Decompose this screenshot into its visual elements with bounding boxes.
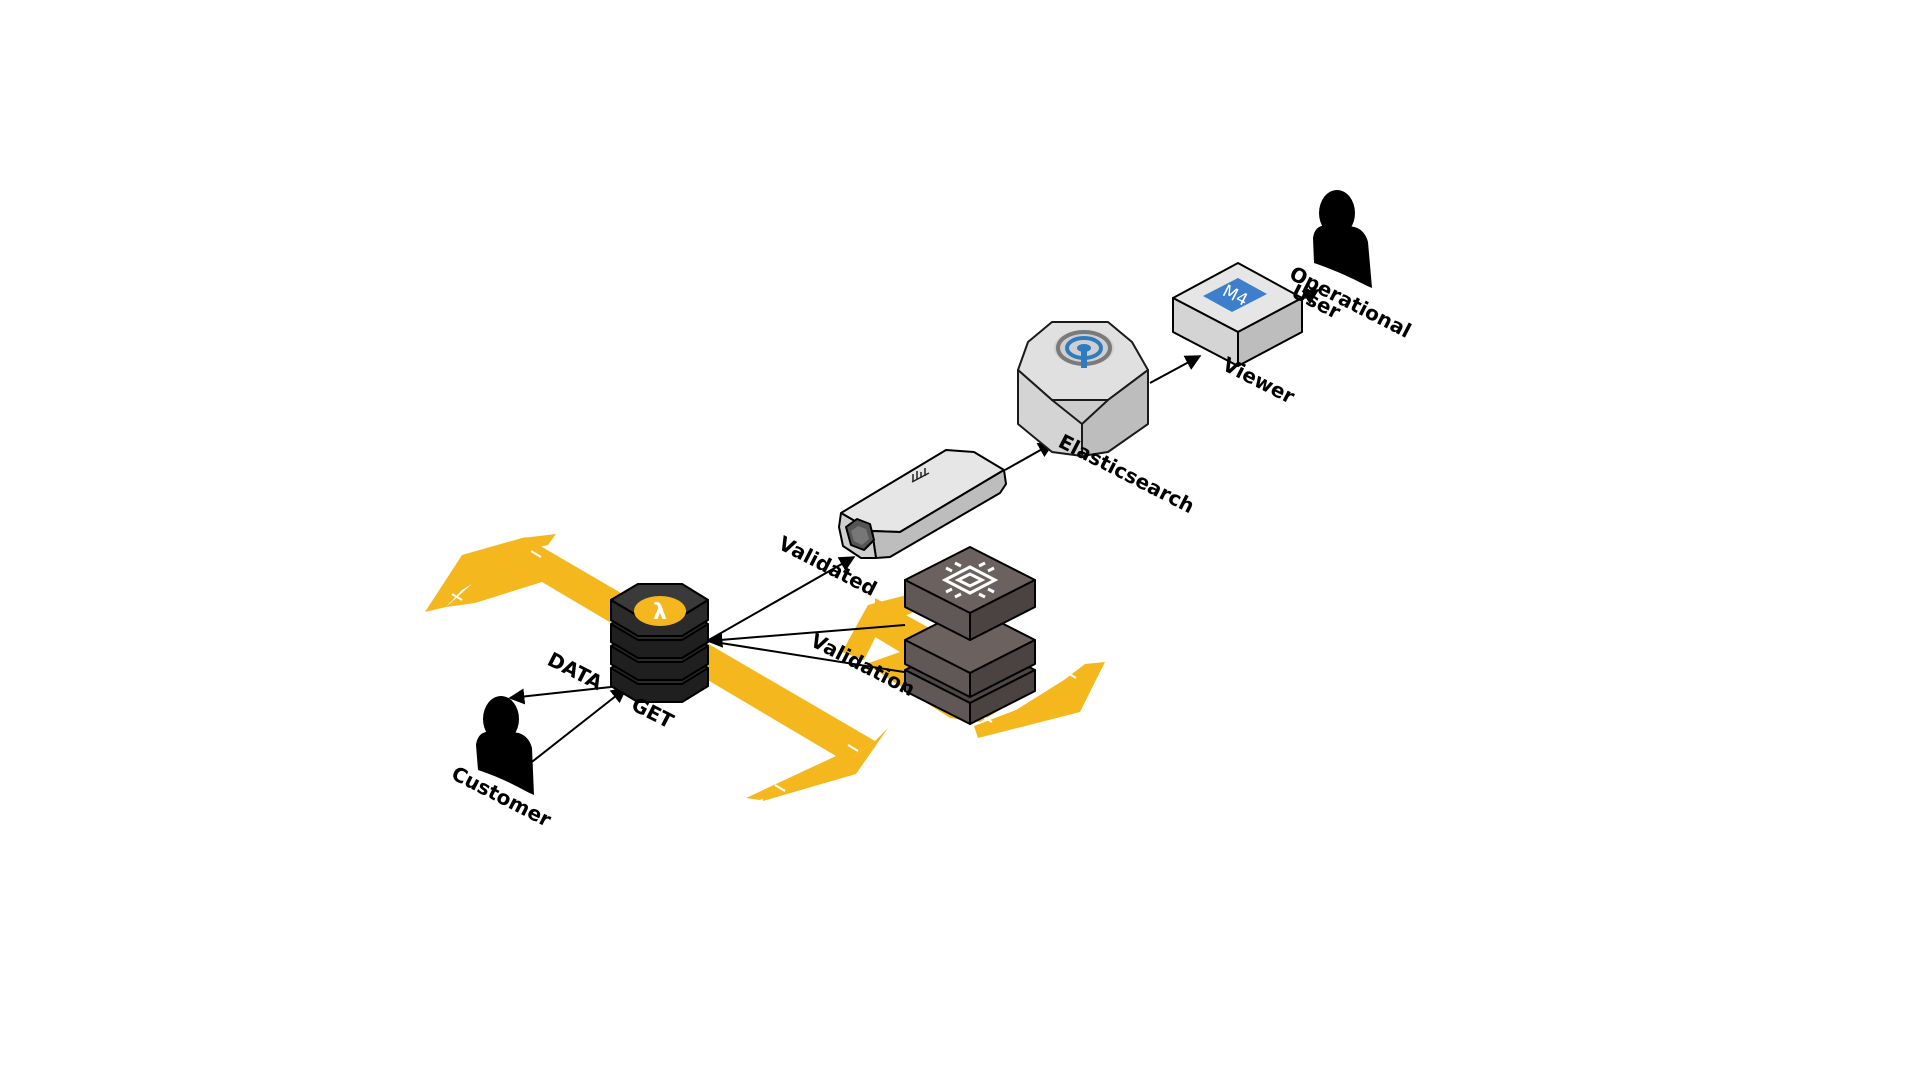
lambda-stack bbox=[610, 583, 709, 703]
lambda-node[interactable]: λ bbox=[610, 583, 709, 703]
main-flow-band bbox=[425, 534, 888, 801]
main-flow-band-ticks bbox=[451, 550, 859, 792]
stream-node[interactable] bbox=[838, 449, 1007, 559]
viewer-node[interactable]: M4 bbox=[1172, 262, 1303, 367]
validation-server-stack bbox=[904, 546, 1036, 725]
lambda-icon: λ bbox=[634, 596, 686, 626]
edge-lambda-to-server-validation bbox=[707, 640, 938, 683]
svg-text:λ: λ bbox=[653, 600, 667, 625]
chip-icon bbox=[941, 561, 999, 599]
main-flow-band-head-right bbox=[762, 728, 888, 801]
validation-band-head-right bbox=[974, 662, 1105, 738]
stream-chart-mark bbox=[911, 468, 930, 483]
customer-icon bbox=[476, 696, 534, 795]
main-flow-band-head-left bbox=[425, 534, 556, 612]
edge-data-label: DATA bbox=[544, 647, 607, 695]
edge-elasticsearch-to-viewer bbox=[1149, 355, 1202, 384]
edge-lambda-to-stream-validated bbox=[706, 556, 856, 642]
edge-customer-to-lambda-get bbox=[527, 687, 628, 766]
viewer-label: Viewer bbox=[1219, 352, 1299, 409]
elasticsearch-icon bbox=[1054, 330, 1114, 368]
edge-viewer-to-operational-user bbox=[1301, 289, 1320, 305]
operational-user-icon bbox=[1313, 190, 1372, 288]
validation-server-node[interactable] bbox=[904, 546, 1036, 725]
elasticsearch-label: Elasticsearch bbox=[1055, 429, 1199, 518]
edge-server-to-lambda bbox=[706, 624, 906, 648]
customer-node bbox=[476, 696, 534, 795]
operational-user-node bbox=[1313, 190, 1372, 288]
stream-tube-icon bbox=[838, 449, 1007, 559]
edge-lambda-to-customer-data bbox=[508, 685, 621, 705]
elasticsearch-node[interactable] bbox=[1017, 321, 1149, 457]
